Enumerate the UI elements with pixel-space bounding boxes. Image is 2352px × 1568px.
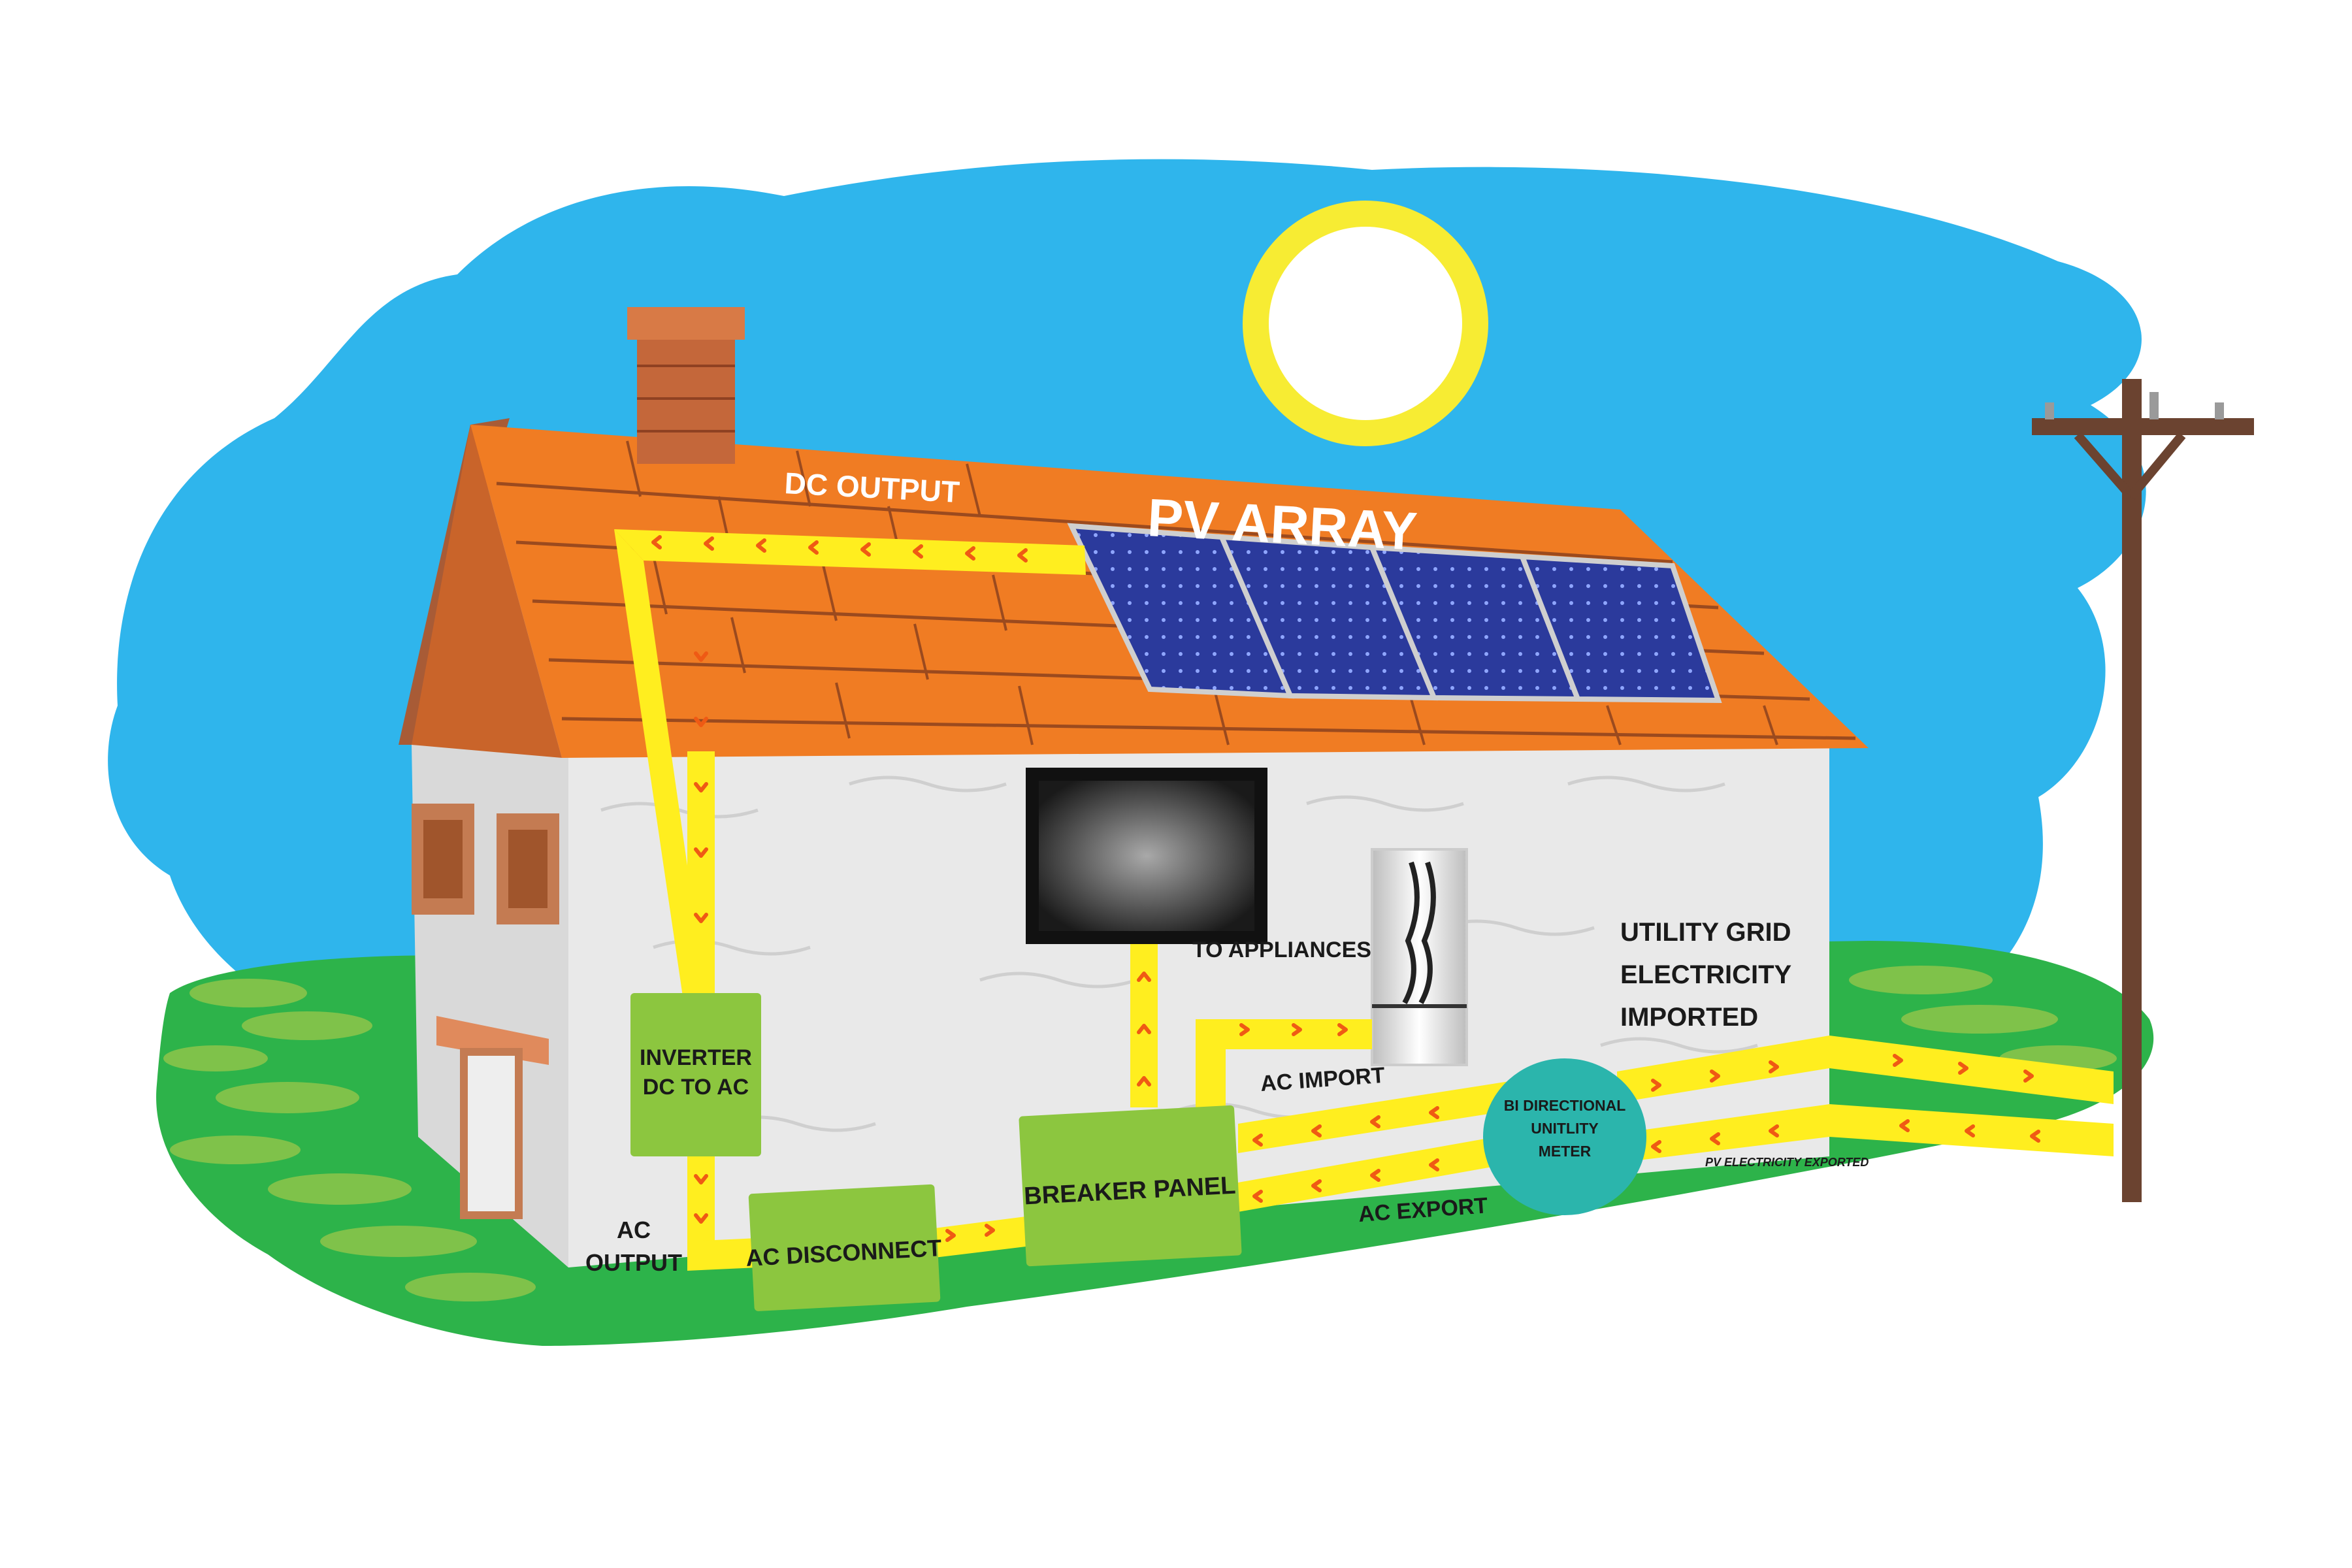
tv-icon (1026, 768, 1267, 944)
pv-exported-label: PV ELECTRICITY EXPORTED (1705, 1156, 1869, 1169)
utility-label-line2: ELECTRICITY (1620, 960, 1792, 989)
sun-icon (1243, 201, 1488, 446)
ac-output-label-line2: OUTPUT (585, 1249, 682, 1276)
grid-export-wire (1617, 1104, 2114, 1163)
meter-label-line3: METER (1539, 1143, 1592, 1160)
inverter-label-line1: INVERTER (640, 1045, 752, 1070)
utility-label-line1: UTILITY GRID (1620, 918, 1791, 947)
ac-disconnect-box (748, 1184, 941, 1311)
meter-label-line2: UNITLITY (1531, 1120, 1599, 1137)
pv-panel-icon (1067, 523, 1722, 704)
ac-to-disconnect-wire (687, 1238, 758, 1271)
refrigerator-icon (1371, 848, 1468, 1066)
bi-directional-meter (1483, 1058, 1646, 1215)
dc-output-wire (614, 529, 1086, 575)
to-appliances-label: TO APPLIANCES (1192, 938, 1371, 962)
grid-import-wire (1617, 1036, 2114, 1104)
breaker-to-fridge-wire (1196, 1019, 1372, 1114)
utility-label-line3: IMPORTED (1620, 1003, 1758, 1032)
ac-output-label-line1: AC (617, 1217, 651, 1243)
inverter-label-line2: DC TO AC (643, 1075, 749, 1100)
wiring (614, 529, 2114, 1271)
flow-arrows (651, 535, 2040, 1242)
chimney-icon (627, 307, 745, 464)
dc-down-wire (614, 529, 706, 996)
pv-array-label: PV ARRAY (1146, 488, 1418, 561)
utility-pole-icon (2032, 379, 2254, 1202)
disconnect-to-breaker-wire (934, 1217, 1026, 1258)
breaker-panel-box (1019, 1105, 1242, 1267)
ac-export-wire (1238, 1137, 1496, 1212)
meter-label-line1: BI DIRECTIONAL (1504, 1097, 1626, 1114)
inverter-box (630, 993, 761, 1156)
grass-tufts (163, 966, 2117, 1301)
ac-import-wire (1238, 1081, 1509, 1153)
